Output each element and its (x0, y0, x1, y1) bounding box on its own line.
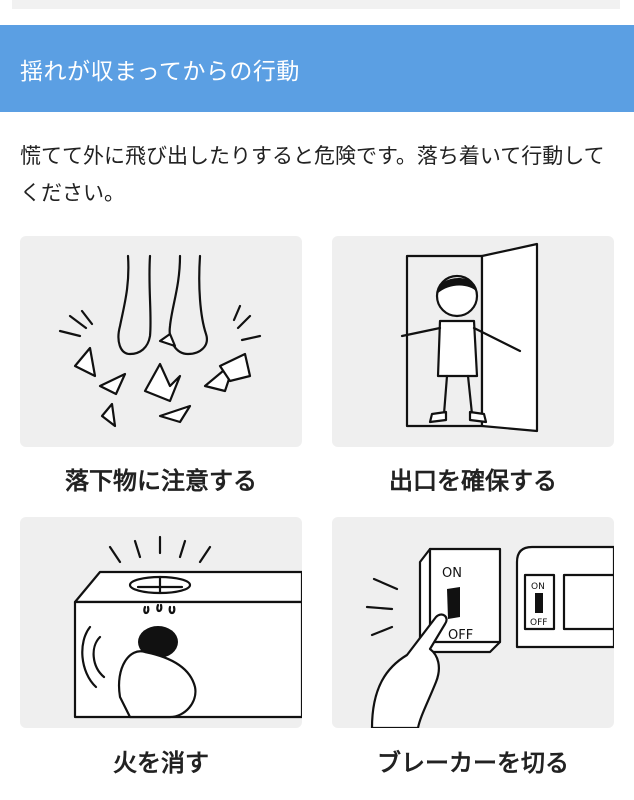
falling-objects-illustration (20, 236, 302, 447)
intro-text: 慌てて外に飛び出したりすると危険です。落ち着いて行動してください。 (20, 144, 605, 205)
switch-on-label-small: ON (531, 582, 545, 592)
card-label: 火を消す (113, 749, 209, 777)
exit-illustration (332, 236, 614, 447)
switch-off-label: OFF (448, 628, 473, 643)
top-divider (12, 0, 620, 9)
person-opening-door-icon (400, 242, 539, 433)
card-label: ブレーカーを切る (377, 749, 569, 777)
switch-off-label-small: OFF (530, 618, 547, 628)
broken-glass-feet-icon (58, 254, 262, 428)
card-label: 落下物に注意する (65, 467, 257, 495)
card-label: 出口を確保する (389, 467, 557, 495)
switch-on-label: ON (442, 566, 462, 581)
breaker-switch-icon: ON OFF ON OFF (365, 545, 614, 728)
stove-knob-icon (73, 535, 302, 719)
breaker-illustration: ON OFF ON OFF (332, 517, 614, 728)
fire-off-illustration (20, 517, 302, 728)
section-title: 揺れが収まってからの行動 (20, 59, 300, 85)
section-header: 揺れが収まってからの行動 (0, 25, 634, 112)
